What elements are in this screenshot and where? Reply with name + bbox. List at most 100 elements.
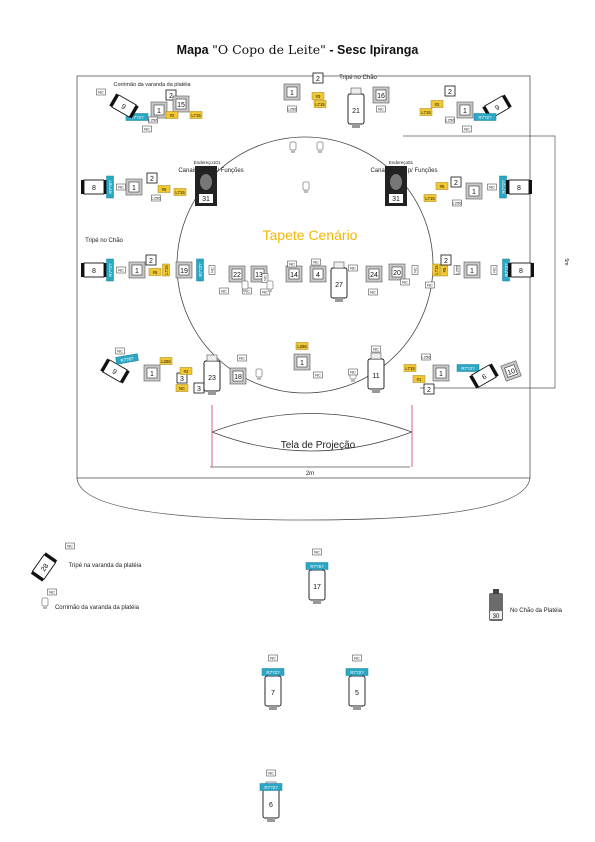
fixture-par-1-bc[interactable]: 1 [293,353,311,371]
address-tag-bg [345,668,369,676]
fixture-par-1-cr[interactable]: 1 [463,261,481,279]
fixture-spot-17[interactable]: 17 [308,563,326,604]
fixture-number: 2 [454,180,458,187]
fixture-par-22[interactable]: 22 [228,265,246,283]
dimension-5m [403,135,556,389]
fixture-par-1-bl[interactable]: 1 [143,364,161,382]
nc-tag-text: NC [239,356,245,361]
fixture-par-24[interactable]: 24 [365,265,383,283]
fixture-spot-5[interactable]: 5 [348,669,366,710]
fixture-fog-30[interactable]: 30 [489,589,503,621]
fixture-lens [178,264,190,276]
fixture-number: 6 [481,373,488,381]
fixture-yoke [120,369,130,384]
fixture-number: 1 [132,185,136,192]
fixture-mover-8-rr[interactable]: 8 [508,262,534,278]
nc-tag-text: NC [244,289,250,294]
nc-tag: NC [371,345,381,353]
fixture-mover-9-bl[interactable]: 9 [100,358,130,384]
fixture-foot [208,391,216,395]
fixture-box-2-mr[interactable]: 2 [450,176,462,188]
fixture-box-2-ml[interactable]: 2 [146,172,158,184]
gel-tag-text: #2 [184,369,189,374]
fixture-number: 2 [149,258,153,265]
fixture-par-14[interactable]: 14 [285,265,303,283]
fixture-spot-27[interactable]: 27 [330,261,348,302]
fixture-yoke [104,263,107,277]
fixture-number: 10 [507,368,517,377]
fixture-strobe-31-r[interactable]: 31 [385,166,407,206]
fixture-mover-6-br[interactable]: 6 [469,363,499,389]
fixture-lens [368,268,380,280]
fixture-par-19[interactable]: 19 [175,261,193,279]
nc-tag: NC [116,266,126,274]
address-tag-text: R7?8? [108,180,113,194]
fixture-par-4[interactable]: 4 [309,265,327,283]
fixture-par-20[interactable]: 20 [388,263,406,281]
fixture-box-2-br[interactable]: 2 [423,383,435,395]
nc-tag: NC [411,265,419,275]
nc-tag-text: NC [210,267,215,273]
fixture-box-2-mr[interactable]: 2 [440,254,452,266]
nc-tag: L256 [452,199,462,207]
fixture-par-1-cl[interactable]: 1 [128,261,146,279]
fixture-number: 1 [290,90,294,97]
fixture-box-3-bl-b[interactable]: 3 [193,382,205,394]
fixture-body [444,85,456,97]
fixture-strobe-31-l[interactable]: 31 [195,166,217,206]
fixture-lens [231,268,243,280]
fixture-lens [459,104,471,116]
nc-tag-text: L256 [422,355,432,360]
lamp-base [304,190,308,193]
fixture-lens [286,86,298,98]
fixture-par-2-tl[interactable]: 2 [165,89,177,101]
nc-tag: NC [261,273,269,283]
fixture-body [312,72,324,84]
title-venue: - Sesc Ipiranga [325,43,419,57]
fixture-foot [372,389,380,393]
fixture-number: 3 [180,376,184,383]
fixture-par-18[interactable]: 18 [229,367,247,385]
fixture-box-2-tr[interactable]: 2 [444,85,456,97]
fixture-par-16[interactable]: 16 [372,86,390,104]
nc-tag-bg [445,116,455,124]
lamp-body [302,181,310,191]
corrimao-bottom-label: Corrimão da varanda da platéia [55,605,140,611]
gel-tag-text: L715 [164,265,169,275]
nc-tag-text: NC [67,544,73,549]
address-tag: R7?2? [125,113,149,121]
fixture-box-2-ml[interactable]: 2 [145,254,157,266]
fixture-mover-28[interactable]: 28 [30,552,58,582]
fixture-par-1-mr[interactable]: 1 [465,182,483,200]
fixture-par-15-tl[interactable]: 15 [172,95,190,113]
fixture-spot-7[interactable]: 7 [264,669,282,710]
fixture-number: 6 [269,802,273,809]
endereco-left-line1: Endereço101 [194,160,221,165]
lamp-body [241,280,249,290]
nc-tag: NC [47,588,57,596]
fixture-mover-8-l[interactable]: 8 [81,179,107,195]
floor-lamp-icon [266,280,274,292]
fixture-mover-8-ll[interactable]: 8 [81,262,107,278]
fixture-par-1-ml[interactable]: 1 [125,178,143,196]
fixture-spot-11[interactable]: 11 [367,352,385,393]
fixture-mover-8-r[interactable]: 8 [506,179,532,195]
fixture-number: 4 [316,272,320,279]
nc-tag-text: NC [221,289,227,294]
nc-tag-text: NC [144,127,150,132]
gel-tag: #1 [412,375,426,383]
fixture-par-1-tl[interactable]: 1 [150,101,168,119]
fixture-mover-tl[interactable]: 9 [109,93,139,119]
fixture-par-10[interactable]: 10 [500,360,522,382]
gel-tag: #5 [157,185,171,193]
nc-tag-text: NC [373,347,379,352]
fixture-spot-21[interactable]: 21 [347,87,365,128]
fixture-par-1-tr[interactable]: 1 [456,101,474,119]
nc-tag-text: L256 [149,118,159,123]
fixture-spot-1-tc[interactable]: 1 [283,83,301,101]
gel-tag-text: #5 [153,270,158,275]
fixture-spot-23[interactable]: 23 [203,354,221,395]
fixture-par-1-br[interactable]: 1 [432,364,450,382]
nc-tag-bg [352,654,362,662]
fixture-box-2-tc[interactable]: 2 [312,72,324,84]
